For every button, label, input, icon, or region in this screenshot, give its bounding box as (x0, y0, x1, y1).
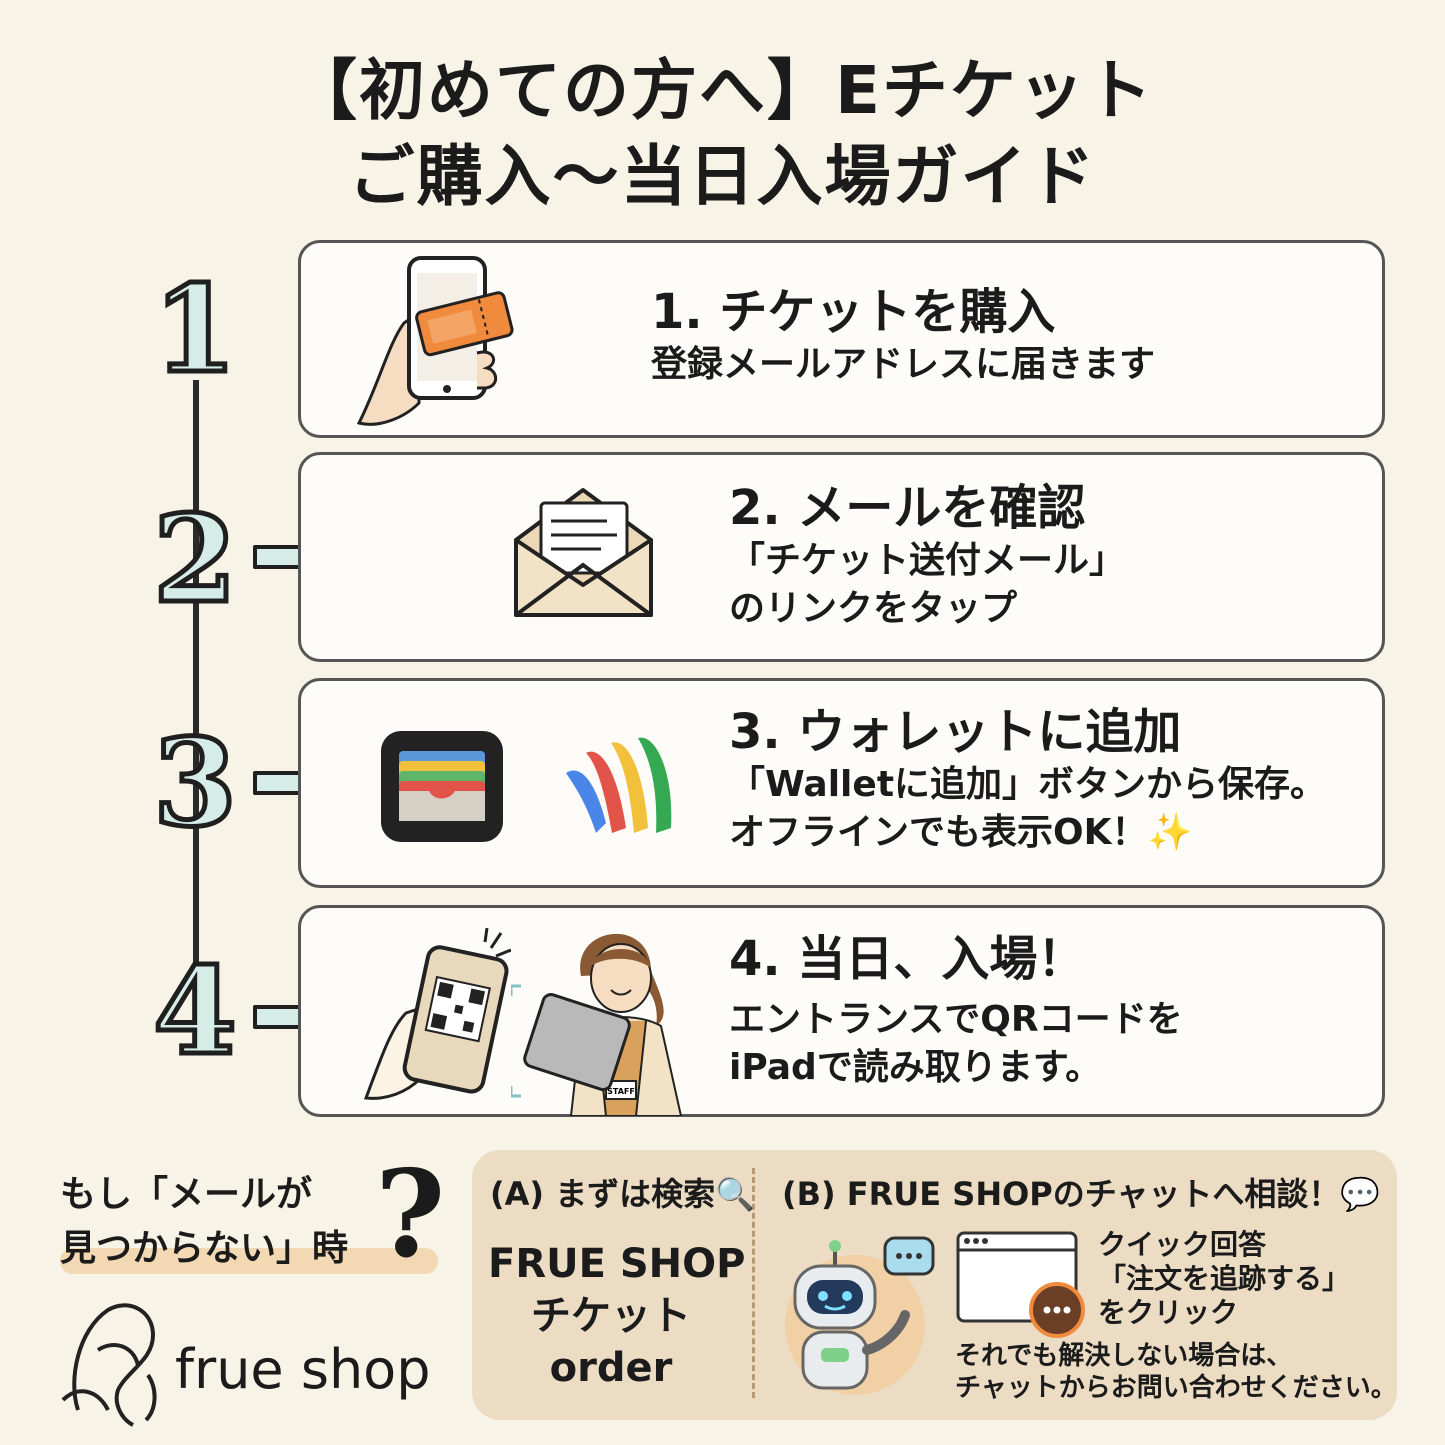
quick-reply-line1: クイック回答 (1098, 1228, 1267, 1261)
step-description-4-line1: エントランスでQRコードを (729, 999, 1183, 1040)
step-description-4-line2: iPadで読み取ります。 (729, 1047, 1102, 1088)
help-question-line1: もし「メールが (60, 1174, 313, 1215)
step-description-1: 登録メールアドレスに届きます (651, 344, 1156, 385)
step-description-2-line1: 「チケット送付メール」 (729, 540, 1126, 581)
step-heading-3: 3. ウォレットに追加 (729, 704, 1182, 760)
quick-reply-line2: 「注文を追跡する」 (1098, 1262, 1351, 1295)
envelope-icon (514, 488, 653, 617)
search-term-1: FRUE SHOP (488, 1241, 746, 1287)
step-number-4: 4 (151, 941, 240, 1082)
panel-b-heading: (B) FRUE SHOPのチャットへ相談！💬 (782, 1175, 1381, 1213)
highlight-underline (60, 1248, 438, 1274)
chatbot-robot-icon (785, 1236, 935, 1395)
phone-qr-icon (363, 928, 511, 1100)
step-number-1: 1 (151, 259, 240, 400)
google-wallet-icon (566, 737, 672, 833)
page-title-line1: 【初めての方へ】Eチケット (290, 52, 1155, 129)
step-heading-2: 2. メールを確認 (729, 480, 1086, 536)
step-number-2: 2 (151, 489, 240, 630)
browser-chat-icon (956, 1231, 1085, 1338)
step-description-2-line2: のリンクをタップ (729, 588, 1018, 629)
help-panel (472, 1150, 1397, 1420)
quick-reply-line3: をクリック (1098, 1296, 1239, 1329)
phone-ticket-icon (356, 256, 514, 426)
step-card-4: STAFF 4. 当日、入場！ エントランスでQRコードを iPadで読み取りま… (298, 905, 1385, 1117)
contact-note: それでも解決しない場合は、 チャットからお問い合わせください。 (955, 1340, 1397, 1404)
page-title: 【初めての方へ】Eチケット ご購入〜当日入場ガイド (0, 48, 1445, 220)
apple-wallet-icon (381, 731, 503, 842)
page-title-line2: ご購入〜当日入場ガイド (348, 138, 1097, 215)
help-question: もし「メールが 見つからない」時 (60, 1168, 460, 1276)
step-heading-1: 1. チケットを購入 (651, 284, 1056, 340)
step-description-3-line1: 「Walletに追加」ボタンから保存。 (729, 764, 1327, 805)
staff-badge-label: STAFF (607, 1087, 635, 1096)
quick-reply-instructions: クイック回答 「注文を追跡する」 をクリック (1098, 1228, 1350, 1330)
search-term-2: チケット (531, 1293, 691, 1339)
step-card-3: 3. ウォレットに追加 「Walletに追加」ボタンから保存。 オフラインでも表… (298, 678, 1385, 888)
help-question-line2: 見つからない」時 (60, 1228, 349, 1269)
contact-note-line1: それでも解決しない場合は、 (955, 1341, 1293, 1371)
staff-with-ipad-icon: STAFF (511, 933, 683, 1116)
search-terms: FRUE SHOP チケット order (488, 1238, 746, 1394)
timeline-line (193, 380, 199, 1000)
step-card-1: 1. チケットを購入 登録メールアドレスに届きます (298, 240, 1385, 438)
brand-name: frue shop (175, 1338, 431, 1401)
frue-shop-logo-icon (61, 1303, 157, 1427)
search-term-3: order (549, 1345, 673, 1391)
contact-note-line2: チャットからお問い合わせください。 (955, 1373, 1397, 1403)
panel-divider (752, 1168, 755, 1398)
step-number-3: 3 (151, 713, 240, 854)
panel-a-heading: (A) まずは検索🔍 (490, 1175, 756, 1213)
step-card-2: 2. メールを確認 「チケット送付メール」 のリンクをタップ (298, 452, 1385, 662)
question-mark-icon: ? (375, 1144, 446, 1285)
step-heading-4: 4. 当日、入場！ (729, 931, 1086, 987)
step-description-3-line2: オフラインでも表示OK！✨ (729, 812, 1193, 853)
